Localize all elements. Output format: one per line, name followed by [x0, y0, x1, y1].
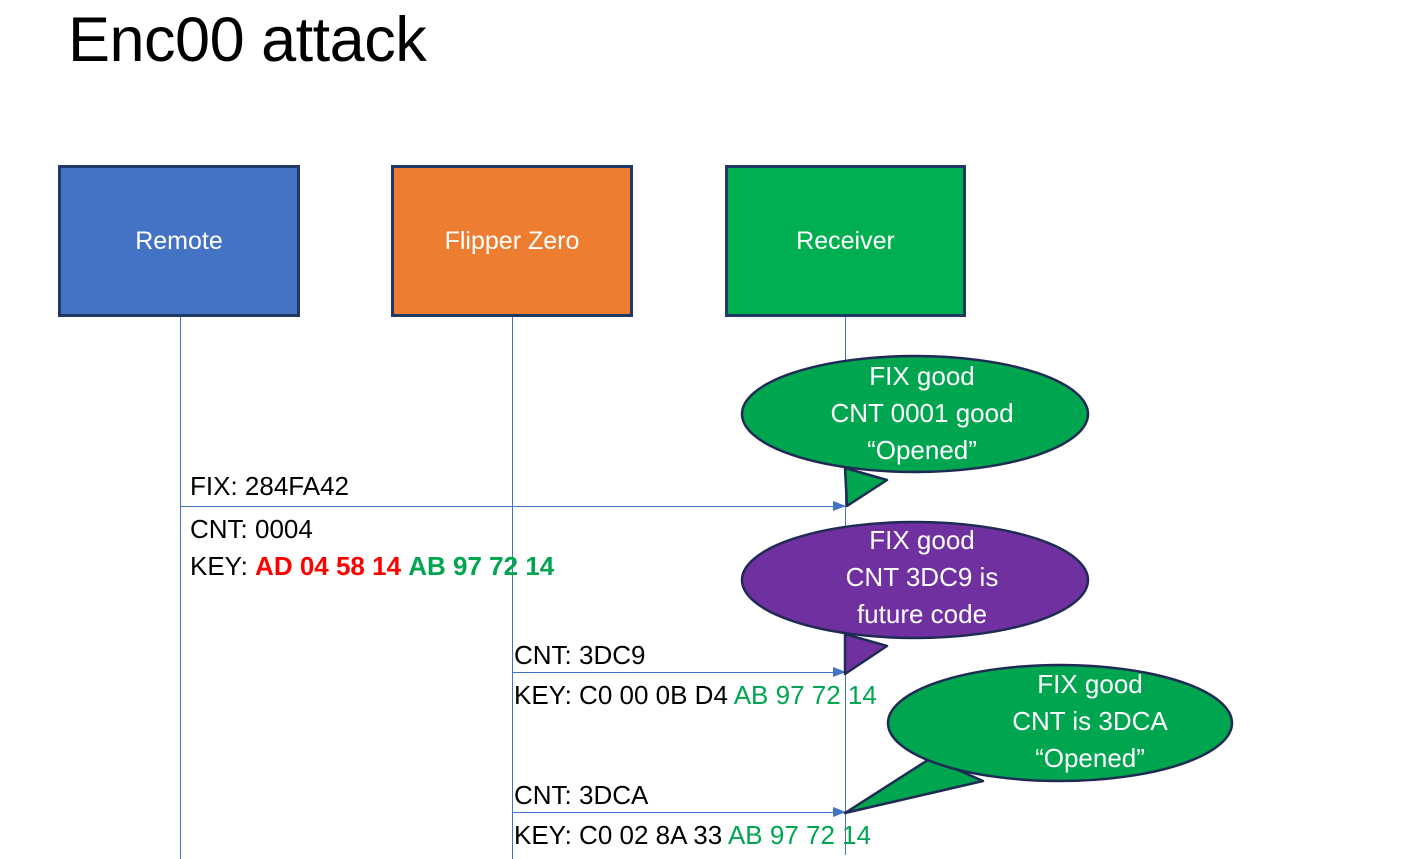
callout-bubble-3-text: FIX good CNT is 3DCA “Opened”: [925, 666, 1255, 777]
message-1-cnt-line: CNT: 0004: [190, 514, 313, 544]
message-1-payload: CNT: 0004 KEY: AD 04 58 14 AB 97 72 14: [190, 511, 554, 585]
callout-bubble-1-shape: [740, 354, 1090, 508]
message-1-key-prefix: KEY:: [190, 551, 256, 581]
callout-2-line-3: future code: [856, 599, 988, 629]
message-arrow-flipper-to-receiver-2: [512, 807, 846, 817]
actor-label-receiver: Receiver: [796, 227, 895, 255]
callout-3-line-1: FIX good: [1037, 669, 1143, 699]
message-3-key-line: KEY: C0 02 8A 33 AB 97 72 14: [514, 817, 871, 854]
callout-bubble-1-text: FIX good CNT 0001 good “Opened”: [752, 358, 1092, 469]
message-1-key-green-half: AB 97 72 14: [408, 551, 555, 581]
callout-bubble-2[interactable]: [735, 512, 1100, 687]
callout-1-line-1: FIX good: [869, 361, 975, 391]
message-arrow-flipper-to-receiver-1: [512, 667, 846, 677]
callout-3-line-2: CNT is 3DCA: [1012, 706, 1168, 736]
message-2-key-green-half: AB 97 72 14: [733, 680, 877, 710]
actor-box-receiver[interactable]: Receiver: [725, 165, 966, 317]
callout-1-line-2: CNT 0001 good: [830, 398, 1014, 428]
callout-1-line-3: “Opened”: [867, 435, 977, 465]
message-arrow-remote-to-receiver: [180, 501, 846, 511]
callout-bubble-3[interactable]: [835, 655, 1275, 830]
actor-label-remote: Remote: [135, 227, 223, 255]
message-1-key-red-half: AD 04 58 14: [255, 551, 402, 581]
message-3-cnt-label: CNT: 3DCA: [514, 780, 649, 810]
message-2-key-line: KEY: C0 00 0B D4 AB 97 72 14: [514, 677, 877, 714]
lifeline-remote: [180, 317, 181, 859]
message-3-key-green-half: AB 97 72 14: [727, 820, 872, 850]
callout-bubble-2-text: FIX good CNT 3DC9 is future code: [752, 522, 1092, 633]
message-1-fix-label: FIX: 284FA42: [190, 471, 349, 501]
callout-2-line-1: FIX good: [869, 525, 975, 555]
callout-3-line-3: “Opened”: [1035, 743, 1145, 773]
callout-2-line-2: CNT 3DC9 is: [845, 562, 999, 592]
page-title: Enc00 attack: [68, 5, 427, 75]
callout-bubble-1[interactable]: [735, 348, 1100, 518]
callout-bubble-3-shape: [843, 663, 1234, 815]
callout-bubble-2-shape: [740, 520, 1090, 676]
actor-box-flipper-zero[interactable]: Flipper Zero: [391, 165, 633, 317]
actor-box-remote[interactable]: Remote: [58, 165, 300, 317]
message-2-cnt-label: CNT: 3DC9: [514, 640, 646, 670]
message-2-key-prefix: KEY: C0 00 0B D4: [514, 680, 734, 710]
actor-label-flipper-zero: Flipper Zero: [444, 227, 580, 255]
message-1-key-line: KEY: AD 04 58 14 AB 97 72 14: [190, 548, 554, 585]
lifeline-flipper-zero: [512, 317, 513, 859]
message-3-key-prefix: KEY: C0 02 8A 33: [514, 820, 728, 850]
